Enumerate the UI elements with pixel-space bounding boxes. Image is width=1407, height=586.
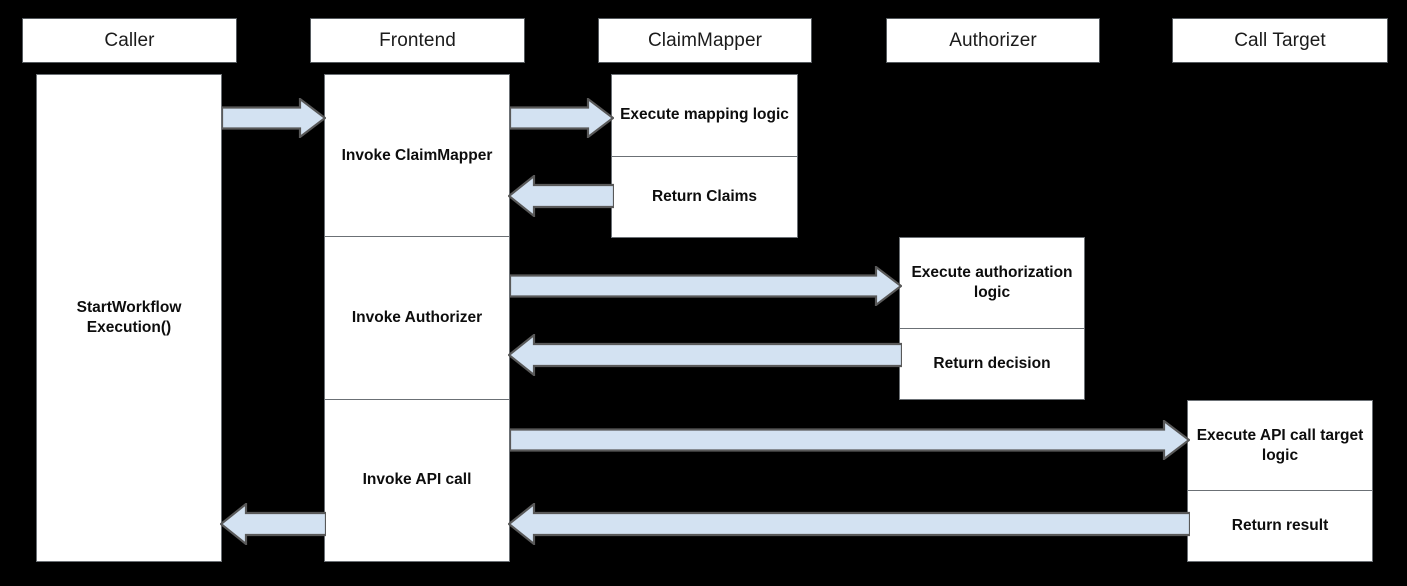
claimmapper-to-frontend-arrow <box>508 175 614 217</box>
header-frontend: Frontend <box>310 18 525 63</box>
frontend-to-authorizer-arrow <box>510 266 902 306</box>
header-claimmapper: ClaimMapper <box>598 18 812 63</box>
lane-calltarget: Execute API call target logic Return res… <box>1187 400 1373 562</box>
header-label: ClaimMapper <box>647 29 763 51</box>
calltarget-to-frontend-arrow <box>508 503 1190 545</box>
lane-cell: Invoke Authorizer <box>325 236 509 398</box>
header-label: Caller <box>104 29 155 51</box>
lane-claimmapper: Execute mapping logic Return Claims <box>611 74 798 238</box>
header-caller: Caller <box>22 18 237 63</box>
frontend-to-calltarget-arrow <box>510 420 1190 460</box>
header-label: Frontend <box>379 29 456 51</box>
header-calltarget: Call Target <box>1172 18 1388 63</box>
lane-frontend: Invoke ClaimMapper Invoke Authorizer Inv… <box>324 74 510 562</box>
lane-authorizer: Execute authorization logic Return decis… <box>899 237 1085 400</box>
caller-to-frontend-arrow <box>222 98 326 138</box>
lane-cell: Return Claims <box>612 155 797 238</box>
lane-cell: Execute authorization logic <box>911 264 1073 301</box>
lane-cell: Return result <box>1188 490 1372 561</box>
lane-caller: StartWorkflow Execution() <box>36 74 222 562</box>
header-label: Call Target <box>1234 29 1326 51</box>
frontend-to-caller-arrow <box>220 503 326 545</box>
lane-cell: Return decision <box>900 327 1084 399</box>
frontend-to-claimmapper-arrow <box>510 98 614 138</box>
header-authorizer: Authorizer <box>886 18 1100 63</box>
header-label: Authorizer <box>949 29 1037 51</box>
authorizer-to-frontend-arrow <box>508 334 902 376</box>
lane-cell: Execute mapping logic <box>620 106 789 124</box>
lane-cell: Execute API call target logic <box>1196 426 1364 464</box>
lane-cell: StartWorkflow Execution() <box>76 299 182 336</box>
lane-cell: Invoke ClaimMapper <box>341 146 493 164</box>
lane-cell: Invoke API call <box>325 398 509 561</box>
